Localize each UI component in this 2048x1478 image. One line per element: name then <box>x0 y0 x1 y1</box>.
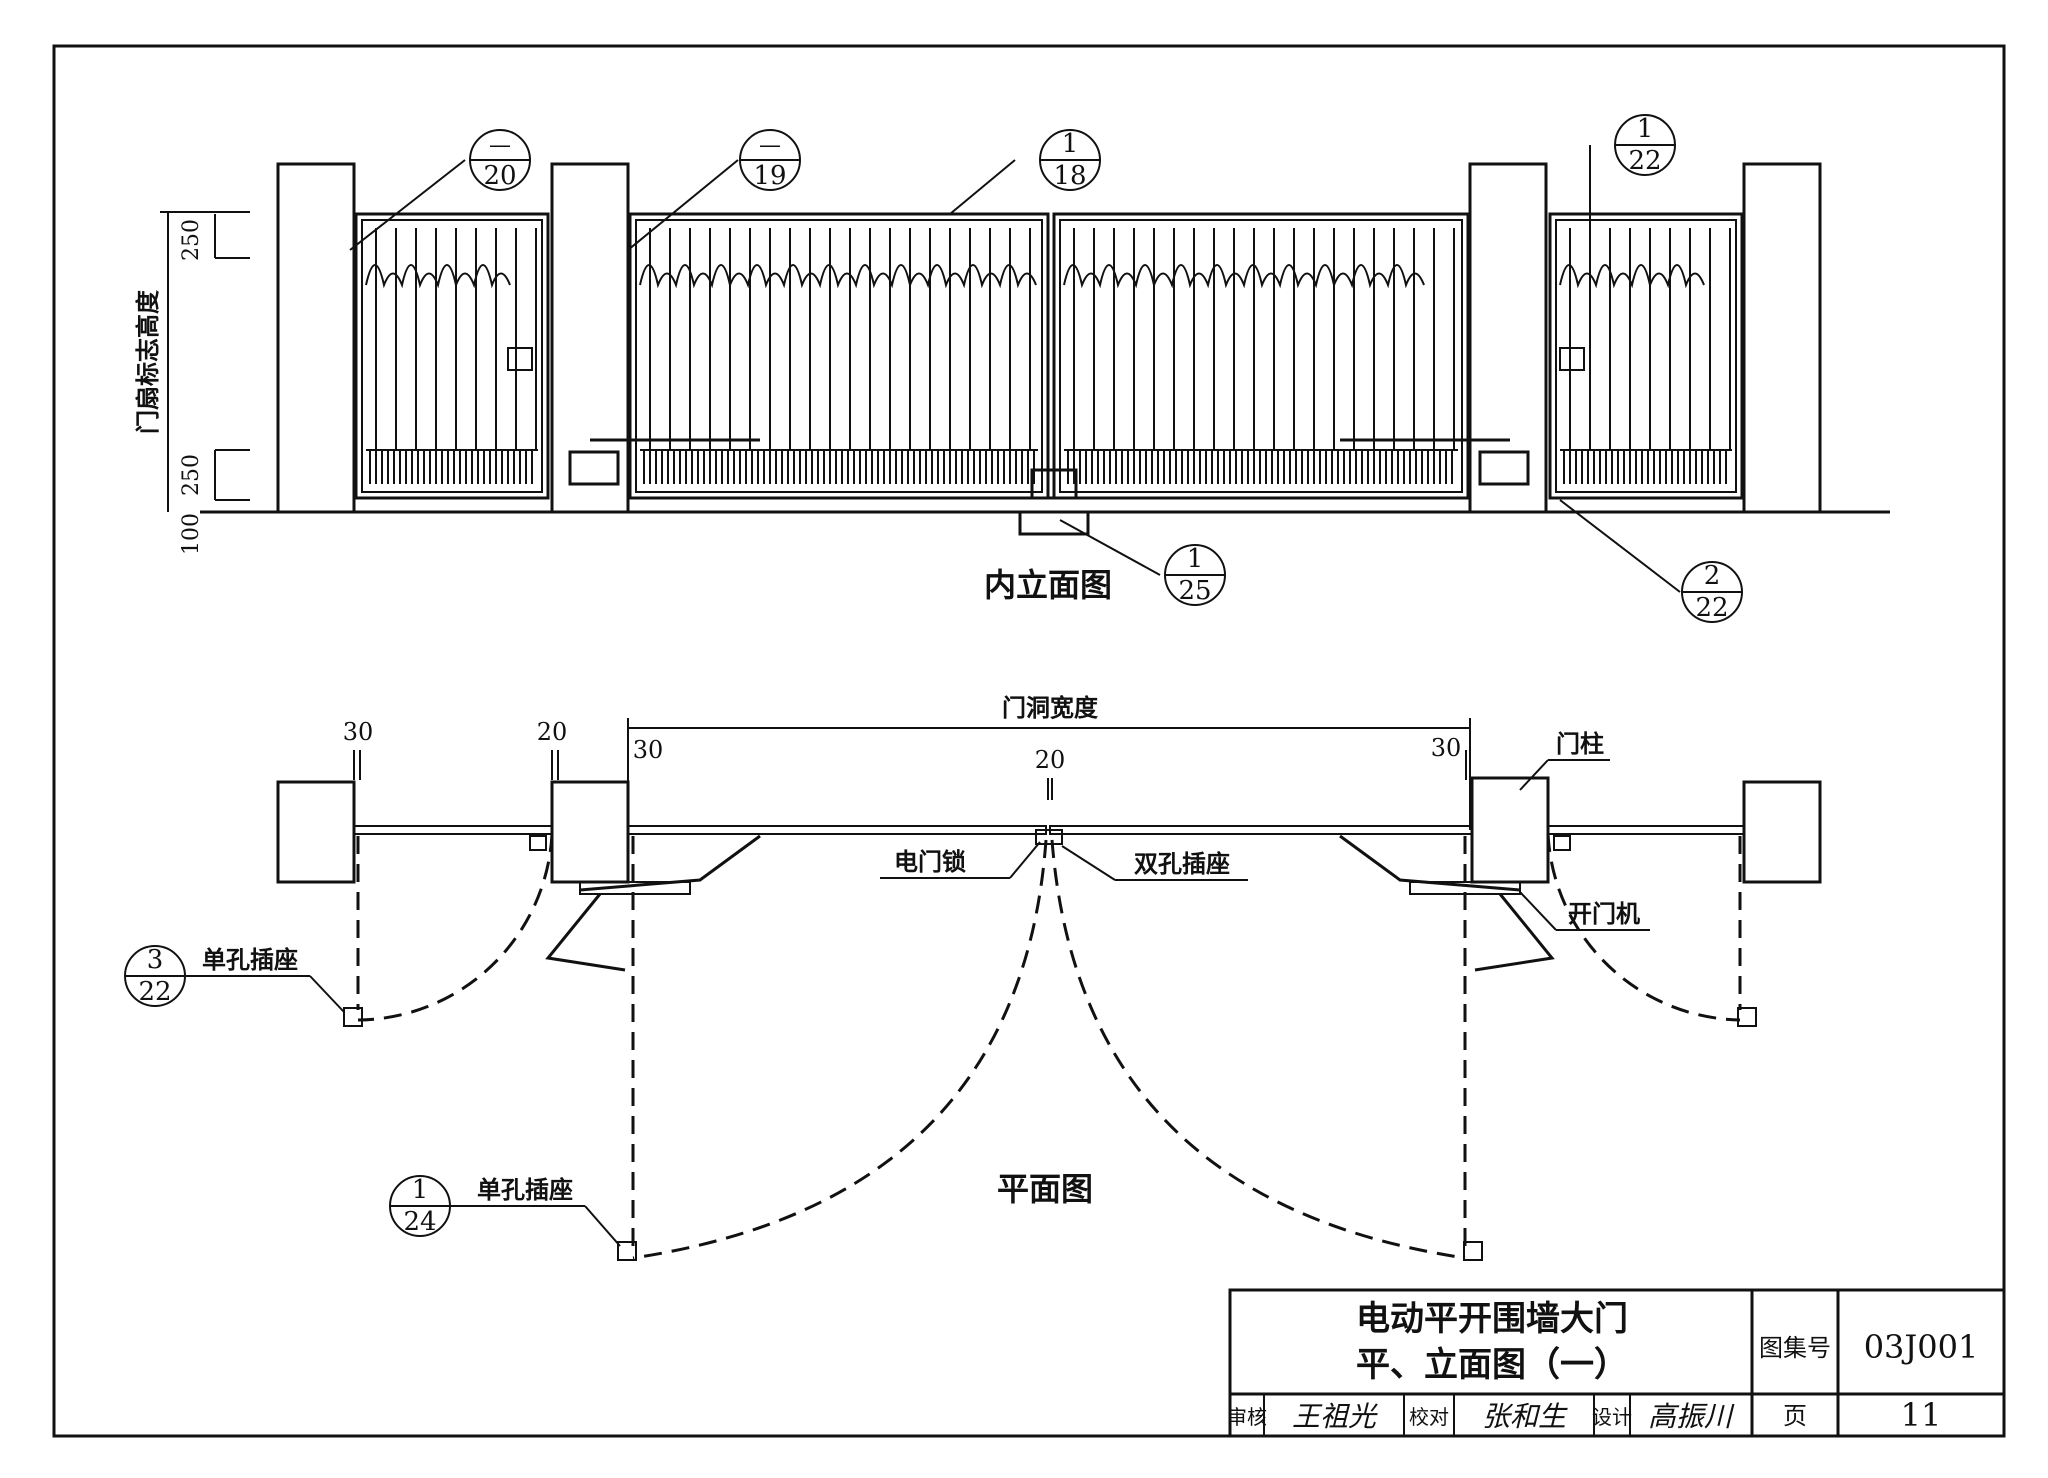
svg-text:18: 18 <box>1053 161 1086 191</box>
plan-right-main-leaf <box>1049 825 1473 835</box>
svg-text:25: 25 <box>1178 576 1211 606</box>
gate-bars <box>365 228 1732 484</box>
right-gate-opener <box>1478 450 1530 486</box>
svg-text:19: 19 <box>753 161 786 191</box>
callout-1-25: 1 25 <box>1164 544 1226 606</box>
left-side-lock <box>507 347 533 371</box>
left-side-gate <box>354 212 550 500</box>
atlas-label: 图集号 <box>1759 1334 1831 1362</box>
elevation-view: 250 250 100 门扇标志高度 内立面图 <box>134 145 1890 604</box>
right-inner-post <box>1468 162 1548 514</box>
svg-text:30: 30 <box>343 718 374 746</box>
floor-socket-box <box>1018 510 1090 536</box>
callout-1-24: 1 24 <box>389 1175 451 1237</box>
atlas-number: 03J001 <box>1864 1328 1979 1366</box>
left-outer-post <box>276 162 356 514</box>
svg-text:20: 20 <box>537 718 568 746</box>
svg-text:30: 30 <box>633 736 664 764</box>
page-number: 11 <box>1901 1396 1942 1434</box>
svg-text:22: 22 <box>138 977 171 1007</box>
sheet-border <box>52 44 2006 1438</box>
plan-right-inner-post <box>1470 776 1550 884</box>
right-side-lock <box>1559 347 1585 371</box>
drawing-title-line2: 平、立面图（一） <box>1356 1345 1628 1385</box>
dim-top-250: 250 <box>179 219 204 261</box>
callout-1-18: 1 18 <box>1039 129 1101 191</box>
plan-right-outer-post <box>1742 780 1822 884</box>
check-signature: 张和生 <box>1482 1400 1568 1433</box>
left-gate-opener <box>568 450 620 486</box>
callout-19: — 19 <box>739 129 801 191</box>
svg-text:1: 1 <box>1062 129 1079 159</box>
title-block: 电动平开围墙大门 平、立面图（一） 图集号 03J001 页 11 审核 王祖光… <box>1227 1288 2006 1438</box>
right-side-gate <box>1548 212 1744 500</box>
single-socket-right-main <box>1463 1241 1483 1261</box>
callout-20: — 20 <box>469 129 531 191</box>
review-label: 审核 <box>1227 1405 1267 1429</box>
leaf-height-label: 门扇标志高度 <box>134 289 162 434</box>
dim-base-100: 100 <box>179 513 204 555</box>
page-label: 页 <box>1783 1402 1807 1430</box>
single-socket-left-main <box>617 1241 637 1261</box>
opener-label: 开门机 <box>1568 900 1640 928</box>
plan-view: 门洞宽度 30 20 30 20 30 门柱 电门锁 双孔插座 开门机 单孔插座… <box>186 694 1822 1261</box>
svg-text:3: 3 <box>147 945 164 975</box>
gate-post-label: 门柱 <box>1556 730 1604 758</box>
plan-electric-lock <box>1035 829 1063 845</box>
right-main-leaf <box>1052 212 1470 500</box>
svg-text:30: 30 <box>1431 734 1462 762</box>
electric-lock-label: 电门锁 <box>894 848 966 876</box>
review-signature: 王祖光 <box>1292 1400 1378 1433</box>
callout-3-22: 3 22 <box>124 945 186 1007</box>
callout-1-22: 1 22 <box>1614 114 1676 176</box>
plan-left-outer-post <box>276 780 356 884</box>
design-label: 设计 <box>1592 1405 1632 1429</box>
svg-text:20: 20 <box>1035 746 1066 774</box>
opening-width-label: 门洞宽度 <box>1002 694 1099 722</box>
left-inner-post <box>550 162 630 514</box>
callout-2-22: 2 22 <box>1681 561 1743 623</box>
svg-text:24: 24 <box>403 1207 436 1237</box>
plan-left-side-leaf <box>353 825 553 835</box>
dim-bottom-250: 250 <box>179 454 204 496</box>
svg-text:—: — <box>759 133 781 158</box>
svg-text:—: — <box>489 133 511 158</box>
svg-text:1: 1 <box>1187 544 1204 574</box>
plan-left-inner-post <box>550 780 630 884</box>
svg-text:1: 1 <box>1637 114 1654 144</box>
center-floor-lock <box>1030 468 1078 500</box>
check-label: 校对 <box>1409 1405 1449 1429</box>
elevation-title: 内立面图 <box>984 566 1112 604</box>
svg-text:1: 1 <box>412 1175 429 1205</box>
plan-title: 平面图 <box>997 1170 1093 1208</box>
svg-text:22: 22 <box>1695 593 1728 623</box>
left-main-leaf <box>628 212 1050 500</box>
right-outer-post <box>1742 162 1822 514</box>
single-socket-left-side <box>343 1007 363 1027</box>
svg-text:22: 22 <box>1628 146 1661 176</box>
single-socket-label-a: 单孔插座 <box>202 946 298 974</box>
single-socket-label-b: 单孔插座 <box>477 1176 573 1204</box>
plan-right-side-leaf <box>1547 825 1745 835</box>
double-socket-label: 双孔插座 <box>1134 850 1230 878</box>
plan-left-main-leaf <box>627 825 1047 835</box>
svg-text:2: 2 <box>1704 561 1721 591</box>
svg-text:20: 20 <box>483 161 516 191</box>
drawing-title-line1: 电动平开围墙大门 <box>1356 1299 1628 1339</box>
design-signature: 高振川 <box>1648 1400 1735 1433</box>
single-socket-right-side <box>1737 1007 1757 1027</box>
